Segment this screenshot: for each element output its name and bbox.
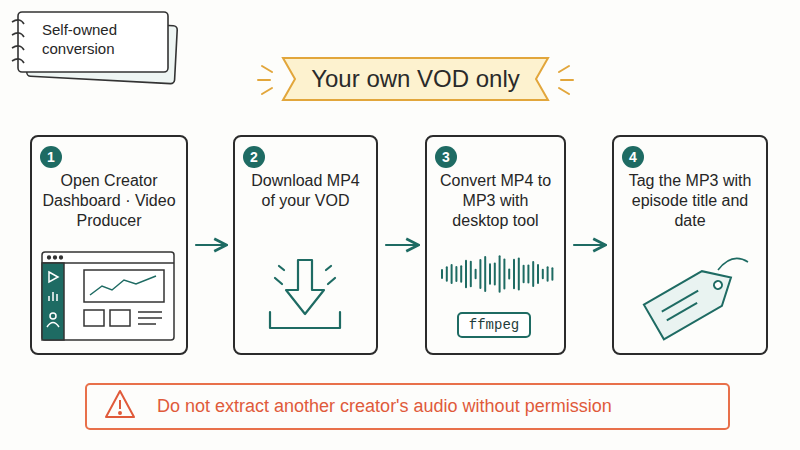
callout-number: 3 bbox=[435, 146, 457, 168]
tag-icon bbox=[644, 260, 741, 339]
callout-number: 1 bbox=[40, 146, 62, 168]
wave-stroke bbox=[460, 266, 462, 281]
download-icon bbox=[270, 260, 340, 328]
callout-number: 4 bbox=[622, 146, 644, 168]
wave-stroke bbox=[455, 267, 457, 281]
wave-stroke bbox=[489, 264, 491, 283]
note-card: Self-owned conversion bbox=[18, 12, 168, 72]
callout-number: 2 bbox=[243, 146, 265, 168]
label-text: 1 bbox=[47, 150, 55, 164]
label-text: 4 bbox=[629, 150, 637, 164]
wave-stroke bbox=[503, 260, 505, 289]
wave-stroke bbox=[465, 261, 467, 288]
label-text: Do not extract another creator's audio w… bbox=[157, 396, 612, 417]
tool-label: ffmpeg bbox=[457, 312, 531, 338]
wave-stroke bbox=[537, 265, 539, 283]
label-text: Self-owned conversion bbox=[42, 20, 160, 58]
title-banner bbox=[258, 58, 573, 100]
wave-stroke bbox=[513, 260, 515, 288]
process-box: Convert MP4 to MP3 with desktop tool 3 ffm… bbox=[425, 135, 566, 355]
flow-arrow bbox=[574, 244, 604, 246]
wave-stroke bbox=[532, 262, 534, 286]
process-box: Open Creator Dashboard · Video Producer 1 bbox=[30, 135, 188, 355]
wave-stroke bbox=[484, 257, 486, 291]
wave-stroke bbox=[494, 264, 496, 285]
tag-string bbox=[718, 258, 748, 270]
label-text: ffmpeg bbox=[469, 317, 519, 333]
label-text: Tag the MP3 with episode title and date bbox=[622, 171, 758, 231]
wave-stroke bbox=[518, 259, 520, 290]
warning-icon bbox=[106, 391, 134, 417]
wave-stroke bbox=[441, 270, 443, 278]
notebook-icon bbox=[12, 12, 177, 84]
label-text: 2 bbox=[250, 150, 258, 164]
wave-stroke bbox=[446, 267, 448, 280]
wave-stroke bbox=[470, 262, 472, 287]
wave-stroke bbox=[451, 265, 453, 283]
label-text: 3 bbox=[442, 150, 450, 164]
warning-box: Do not extract another creator's audio w… bbox=[85, 383, 730, 430]
wave-stroke bbox=[547, 267, 549, 281]
wave-stroke bbox=[508, 270, 510, 279]
wave-stroke bbox=[479, 260, 481, 288]
label-text: Download MP4 of your VOD bbox=[243, 171, 368, 211]
label-text: Convert MP4 to MP3 with desktop tool bbox=[435, 171, 556, 231]
wave-stroke bbox=[499, 256, 501, 291]
wave-stroke bbox=[551, 268, 553, 279]
wave-stroke bbox=[523, 266, 525, 283]
process-box: Download MP4 of your VOD 2 bbox=[233, 135, 378, 355]
title: Your own VOD only bbox=[283, 58, 548, 100]
wave-stroke bbox=[475, 270, 477, 278]
wave-stroke bbox=[527, 265, 529, 282]
process-box: Tag the MP3 with episode title and date 4 bbox=[612, 135, 768, 355]
dashboard-icon bbox=[42, 252, 174, 340]
waveform bbox=[442, 256, 552, 291]
wave-stroke bbox=[542, 270, 544, 279]
label-text: Open Creator Dashboard · Video Producer bbox=[40, 171, 178, 231]
flow-arrow bbox=[196, 244, 225, 246]
flow-arrow bbox=[386, 244, 417, 246]
